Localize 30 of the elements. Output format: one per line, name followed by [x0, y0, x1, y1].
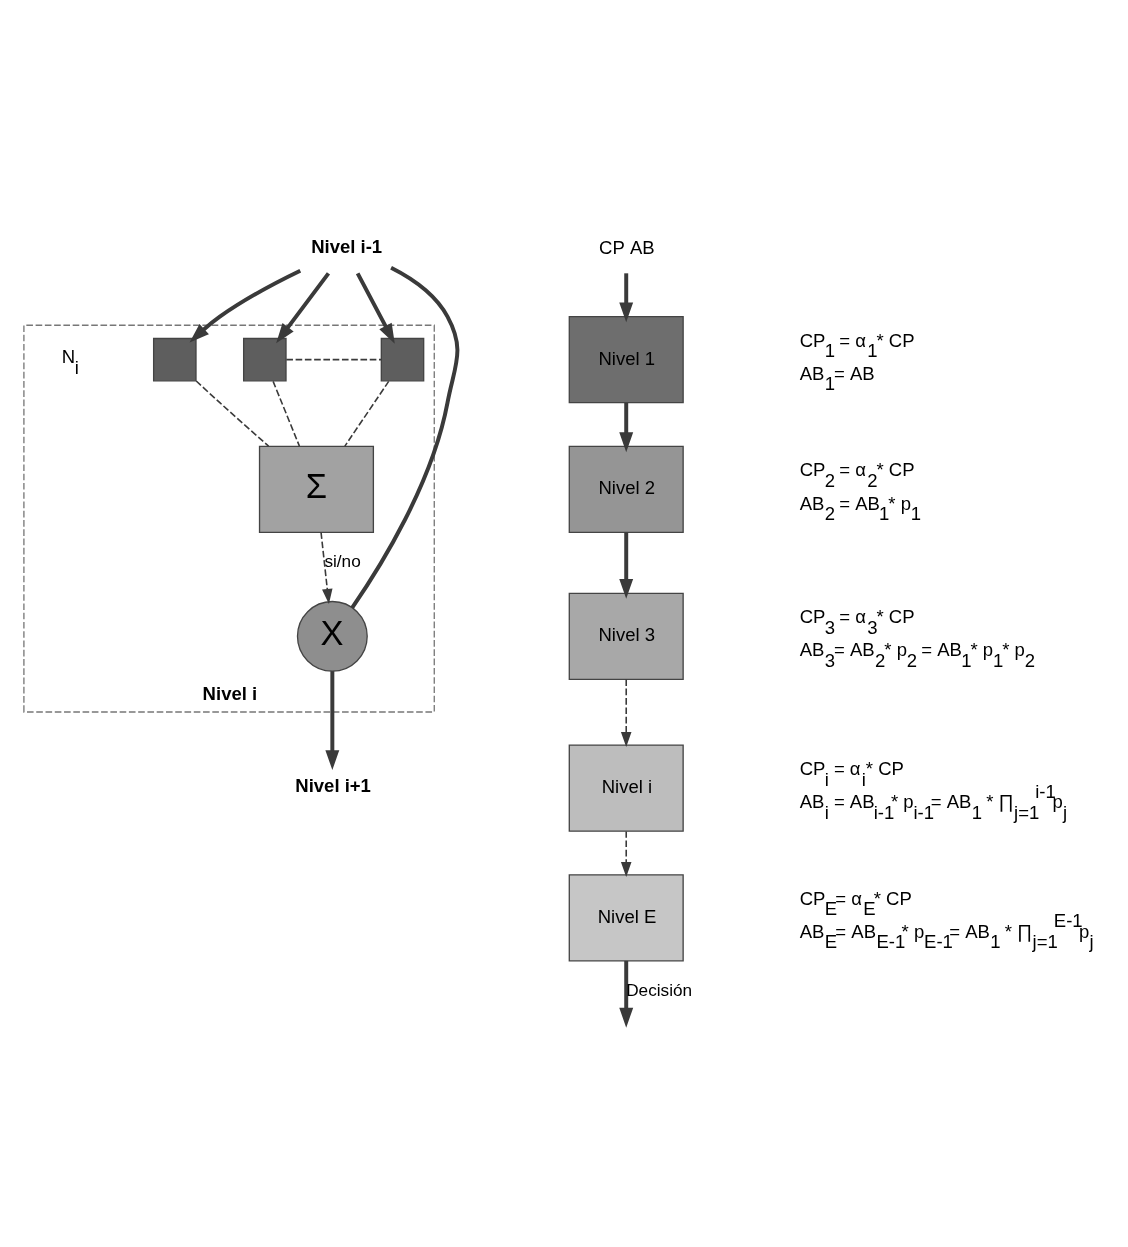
- edge-label: si/no: [324, 550, 361, 571]
- node-circle: X: [296, 600, 368, 672]
- node-box: [152, 337, 197, 381]
- arrow: [619, 402, 634, 452]
- node-text: CP AB: [599, 236, 655, 258]
- arrow: [620, 830, 632, 877]
- arrow: [619, 960, 634, 1028]
- arrow: [320, 531, 333, 604]
- connector: [350, 265, 460, 609]
- node-box: Nivel i: [568, 743, 684, 832]
- arrow: [619, 272, 634, 322]
- node-box: [380, 337, 425, 381]
- node-text: Nivel i-1: [311, 235, 383, 257]
- arrow: [620, 678, 632, 747]
- node-text: Nivel i+1: [295, 774, 371, 796]
- arrow: [276, 271, 331, 343]
- node-box: [243, 337, 287, 381]
- node-box: Nivel 1: [568, 315, 684, 403]
- arrow: [619, 531, 634, 599]
- arrow: [355, 271, 395, 344]
- connector: [272, 380, 301, 447]
- node-box: Nivel 3: [568, 592, 684, 680]
- connector: [344, 380, 390, 447]
- arrow: [325, 670, 340, 770]
- node-box: Nivel 2: [568, 445, 684, 533]
- node-box: Σ: [258, 445, 375, 533]
- connector: [285, 358, 382, 360]
- connector: [195, 379, 270, 447]
- arrow: [189, 268, 302, 343]
- node-box: Nivel E: [568, 873, 684, 961]
